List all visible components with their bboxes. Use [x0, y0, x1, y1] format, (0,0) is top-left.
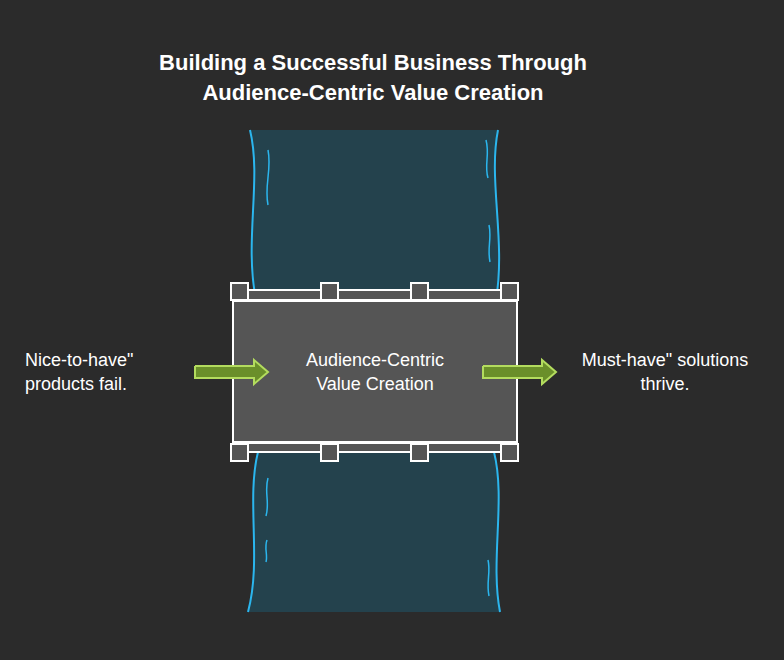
water-ripple [486, 140, 488, 178]
node-label: Must-have" solutions thrive. [560, 348, 770, 396]
bridge-post [501, 283, 518, 300]
flow-arrow [195, 360, 268, 384]
bridge-post [321, 283, 338, 300]
bridge-rails [231, 283, 518, 461]
bridge-rail [240, 290, 510, 300]
bridge-post [501, 444, 518, 461]
bridge-box: Audience-Centric Value Creation [232, 300, 518, 443]
river-bank [494, 452, 500, 612]
water-ripple [266, 540, 267, 562]
node-label: Nice-to-have" products fail. [25, 348, 175, 396]
bridge-post [411, 283, 428, 300]
flow-arrow [483, 360, 556, 384]
river-bank [495, 130, 499, 300]
diagram-title: Building a Successful Business Through A… [138, 48, 608, 108]
water-ripple [488, 560, 489, 596]
bridge-post [411, 444, 428, 461]
outcome-text: Must-have" solutions thrive. [560, 340, 770, 404]
river-bank [250, 130, 256, 300]
outcome-text: Nice-to-have" products fail. [25, 340, 175, 404]
bridge-post [231, 444, 248, 461]
water-ripple [267, 150, 269, 205]
node-label: Audience-Centric Value Creation [294, 348, 456, 396]
water-ripple [489, 225, 490, 262]
water-ripple [266, 478, 268, 516]
bridge-post [321, 444, 338, 461]
river-bank [248, 452, 258, 612]
bridge-rail [240, 443, 510, 452]
bridge-post [231, 283, 248, 300]
